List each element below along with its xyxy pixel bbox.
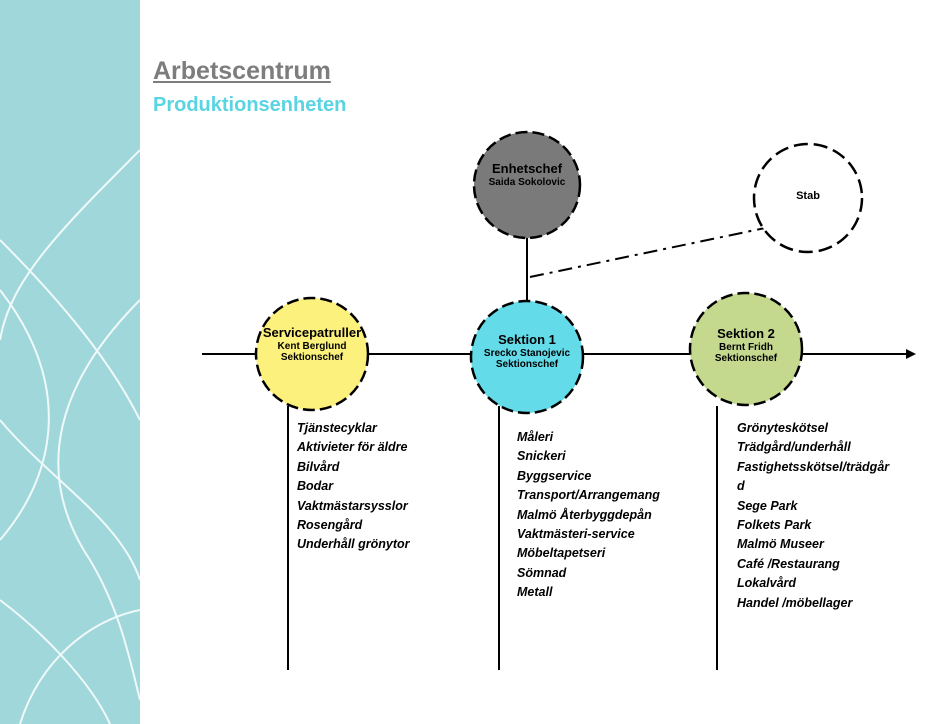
list-item: Trädgård/underhåll (737, 440, 851, 455)
list-item: Sege Park (737, 498, 798, 513)
section2-task-list: Grönyteskötsel Trädgård/underhåll Fastig… (737, 419, 889, 613)
list-item: Vaktmästeri-service (517, 527, 635, 542)
list-item: Bilvård (297, 459, 340, 474)
list-item: Transport/Arrangemang (517, 488, 660, 503)
list-item: Rosengård (297, 518, 363, 533)
service-name: Kent Berglund (277, 340, 347, 352)
list-item: Underhåll grönytor (297, 537, 410, 552)
list-item: Bodar (297, 479, 334, 494)
service-title: Servicepatruller (262, 325, 362, 340)
service-circle (254, 296, 370, 412)
list-item: Malmö Återbyggdepån (517, 507, 652, 522)
list-item: Folkets Park (737, 518, 812, 533)
list-item: Måleri (517, 430, 554, 444)
list-item: Malmö Museer (737, 537, 824, 552)
page-subtitle: Produktionsenheten (153, 94, 347, 116)
list-item: Snickeri (517, 449, 566, 464)
list-item: d (737, 479, 745, 494)
section2-name: Bernt Fridh (719, 341, 773, 353)
stab-connector-line (529, 226, 771, 278)
axis-arrowhead (906, 349, 916, 359)
section2-label: Sektion 2 Bernt Fridh Sektionschef (686, 326, 806, 365)
list-item: Fastighetsskötsel/trädgår (737, 459, 890, 474)
list-item: Byggservice (517, 468, 592, 483)
section1-role: Sektionschef (495, 359, 559, 371)
section1-task-list: Måleri Snickeri Byggservice Transport/Ar… (517, 428, 660, 603)
section1-title: Sektion 1 (498, 332, 556, 347)
page-title: Arbetscentrum (153, 57, 331, 85)
unit-chief-circle (472, 130, 582, 240)
section2-role: Sektionschef (714, 353, 778, 365)
section1-label: Sektion 1 Srecko Stanojevic Sektionschef (465, 332, 589, 371)
list-item: Vaktmästarsysslor (297, 498, 408, 513)
stab-text: Stab (796, 190, 820, 202)
unit-chief-role: Enhetschef (491, 161, 563, 176)
list-item: Aktivieter för äldre (297, 440, 408, 455)
list-item: Grönyteskötsel (737, 421, 829, 435)
stab-label: Stab (768, 190, 848, 203)
service-role: Sektionschef (280, 352, 344, 364)
list-item: Metall (517, 585, 553, 600)
service-label: Servicepatruller Kent Berglund Sektionsc… (250, 325, 374, 364)
stab-circle (752, 142, 864, 254)
list-item: Handel /möbellager (737, 595, 853, 610)
service-task-list: Tjänstecyklar Aktivieter för äldre Bilvå… (297, 419, 410, 555)
section1-name: Srecko Stanojevic (483, 347, 571, 359)
list-item: Möbeltapetseri (517, 546, 606, 561)
section1-circle (469, 299, 585, 415)
list-item: Tjänstecyklar (297, 421, 377, 435)
list-item: Sömnad (517, 565, 567, 580)
section2-circle (688, 291, 804, 407)
decorative-sidebar (0, 0, 140, 724)
unit-chief-name: Saida Sokolovic (488, 176, 566, 188)
unit-chief-label: Enhetschef Saida Sokolovic (467, 161, 587, 188)
list-item: Lokalvård (737, 576, 797, 591)
section2-title: Sektion 2 (717, 326, 775, 341)
list-item: Café /Restaurang (737, 556, 840, 571)
